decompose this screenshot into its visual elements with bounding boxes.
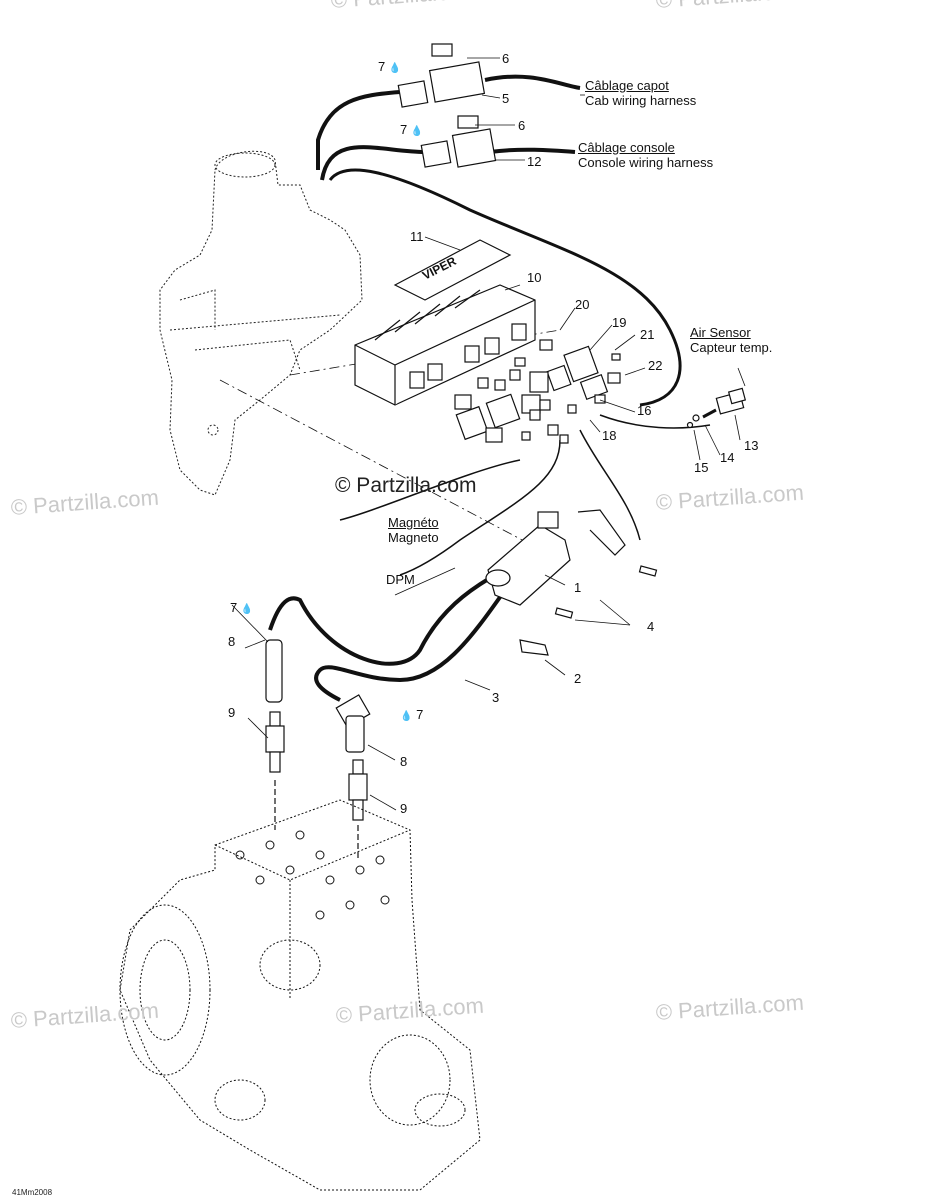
callout-10: 10 [527, 270, 542, 285]
air-sensor-label-en: Air Sensor [690, 325, 751, 340]
water-drop-icon: 💧 [410, 126, 424, 137]
water-drop-icon: 💧 [240, 604, 254, 615]
callout-9-left: 9 [228, 705, 236, 720]
callout-7-plug: 💧 7 [400, 707, 423, 724]
callout-6-console: 6 [518, 118, 526, 133]
callout-12: 12 [527, 154, 542, 169]
callout-16: 16 [637, 403, 652, 418]
spark-plugs [265, 639, 371, 860]
callout-7-coil-number: 7 [230, 600, 238, 615]
cab-harness-label-fr: Câblage capot [585, 78, 669, 93]
callout-1: 1 [574, 580, 582, 595]
callout-7-cab-number: 7 [378, 59, 386, 74]
callout-13: 13 [744, 438, 759, 453]
callout-8-left: 8 [228, 634, 236, 649]
callout-4: 4 [647, 619, 655, 634]
air-sensor-label-fr: Capteur temp. [690, 340, 773, 355]
brand-watermark: © Partzilla.com [335, 474, 477, 497]
callout-7-console-number: 7 [400, 122, 408, 137]
callout-21: 21 [640, 327, 655, 342]
magneto-label-en: Magneto [388, 530, 439, 545]
callout-22: 22 [648, 358, 663, 373]
callout-8-right: 8 [400, 754, 408, 769]
dpm-label: DPM [386, 572, 415, 587]
callout-11: 11 [410, 229, 424, 244]
ignition-coil [485, 509, 658, 656]
wiring-harness-lines [219, 74, 711, 702]
callout-14: 14 [720, 450, 735, 465]
callout-7-cab: 7 💧 [378, 59, 401, 76]
console-harness-label-en: Console wiring harness [578, 155, 714, 170]
callout-5: 5 [502, 91, 510, 106]
callout-7-coil: 7 💧 [230, 600, 253, 617]
callout-3: 3 [492, 690, 500, 705]
engine [119, 799, 481, 1191]
callout-18: 18 [602, 428, 617, 443]
magneto-label-fr: Magnéto [388, 515, 439, 530]
water-drop-icon: 💧 [400, 711, 413, 722]
console-harness-label-fr: Câblage console [578, 140, 675, 155]
drawing-code: 41Mm2008 [12, 1188, 53, 1197]
cdi-module [354, 284, 536, 406]
cab-harness-label-en: Cab wiring harness [585, 93, 697, 108]
leader-lines [231, 57, 746, 811]
harness-connectors [397, 43, 621, 444]
callout-7-plug-number: 7 [416, 707, 424, 722]
callout-2: 2 [574, 671, 582, 686]
callout-19: 19 [612, 315, 627, 330]
callout-6-cab: 6 [502, 51, 510, 66]
callout-9-right: 9 [400, 801, 408, 816]
callout-20: 20 [575, 297, 590, 312]
oil-tank [159, 150, 363, 496]
air-sensor [686, 387, 747, 429]
callout-15: 15 [694, 460, 709, 475]
callout-7-console: 7 💧 [400, 122, 423, 139]
water-drop-icon: 💧 [388, 63, 402, 74]
